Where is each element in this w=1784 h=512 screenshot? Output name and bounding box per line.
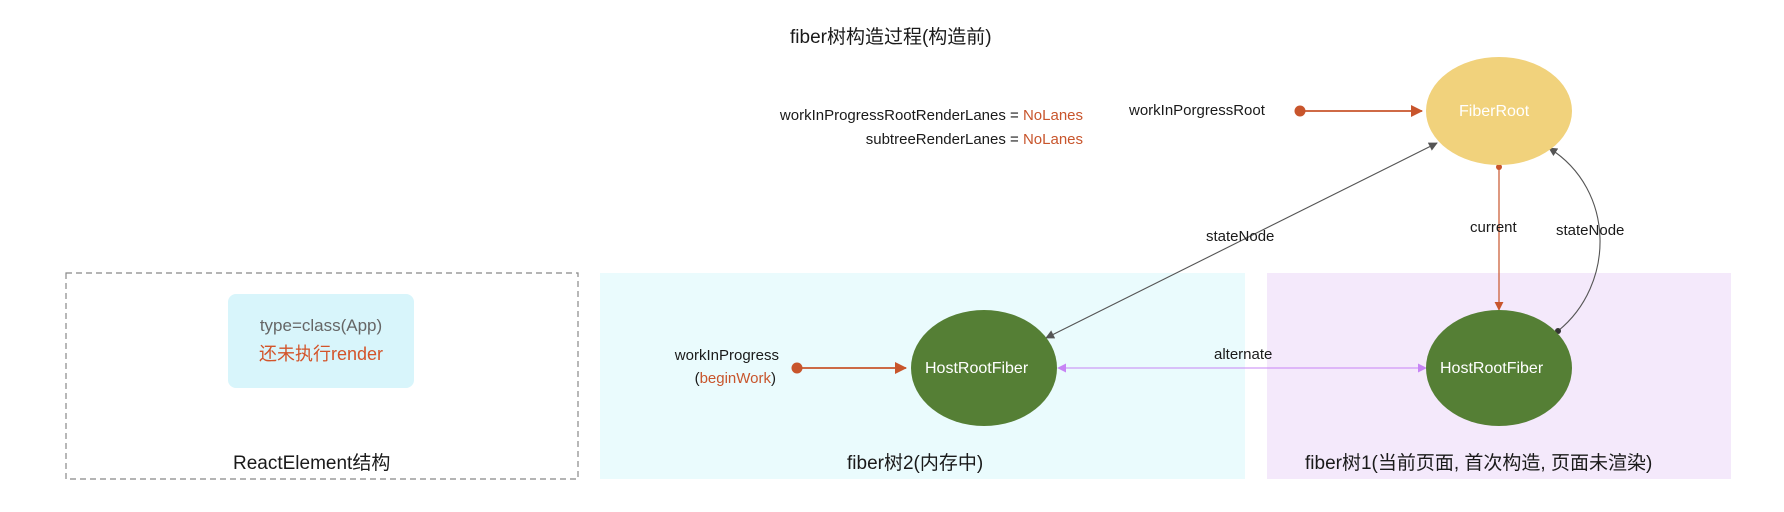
alternate-label: alternate — [1214, 346, 1273, 363]
fiber-root-node[interactable] — [1426, 57, 1572, 165]
current-label: current — [1470, 219, 1517, 236]
host-root-fiber-2-node[interactable] — [911, 310, 1057, 426]
lanes-line-2-label: subtreeRenderLanes = — [865, 131, 1023, 148]
host-root-fiber-2-label: HostRootFiber — [925, 360, 1029, 377]
react-element-panel — [65, 272, 579, 480]
host-root-fiber-1-label: HostRootFiber — [1440, 360, 1544, 377]
lanes-line-1-value: NoLanes — [1022, 107, 1083, 124]
lanes-line-2: subtreeRenderLanes = NoLanes — [866, 131, 1083, 149]
lanes-line-2-value: NoLanes — [1022, 131, 1083, 148]
wip-begin-work-value: beginWork — [699, 370, 771, 387]
host-root-fiber-1-node[interactable] — [1426, 310, 1572, 426]
wip-label: workInProgress — [674, 347, 779, 364]
state-node-left-edge — [1045, 142, 1438, 339]
state-node-right-label: stateNode — [1556, 222, 1625, 239]
react-element-type: type=class(App) — [259, 316, 383, 335]
wip-paren-close: ) — [771, 370, 776, 387]
fiber-root-label: FiberRoot — [1459, 103, 1530, 120]
fiber-tree-2-caption: fiber树2(内存中) — [847, 453, 984, 474]
state-node-right-edge — [1548, 147, 1601, 332]
wip-root-label: workInPorgressRoot — [1129, 102, 1265, 119]
fiber-tree-1-caption: fiber树1(当前页面, 首次构造, 页面未渲染) — [1305, 453, 1653, 474]
lanes-line-1-label: workInProgressRootRenderLanes = — [779, 107, 1023, 124]
react-element-caption: ReactElement结构 — [233, 453, 391, 474]
lanes-line-1: workInProgressRootRenderLanes = NoLanes — [780, 107, 1083, 125]
wip-paren-open: ( — [694, 370, 700, 387]
diagram-title: fiber树构造过程(构造前) — [790, 27, 992, 48]
react-element-status: 还未执行render — [258, 344, 384, 364]
state-node-left-label: stateNode — [1206, 228, 1275, 245]
wip-begin-work: (beginWork) — [695, 370, 776, 388]
react-element-card: type=class(App) 还未执行render — [228, 294, 414, 388]
